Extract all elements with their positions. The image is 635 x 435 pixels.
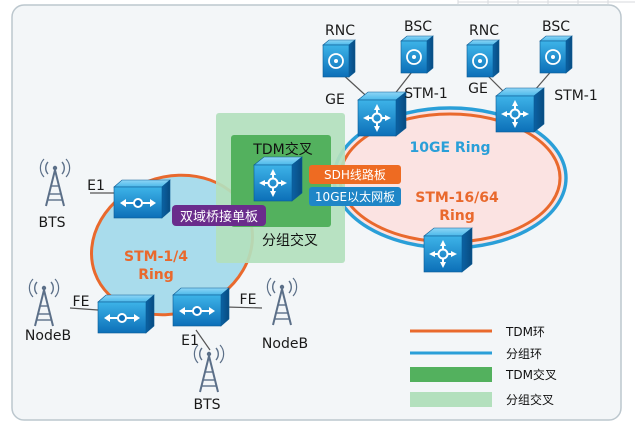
ne-bottom-icon (423, 227, 473, 273)
bsc-left-label: BSC (404, 19, 432, 35)
fe-right-label: FE (240, 292, 257, 308)
stm1664-label-line1: STM-16/64 (415, 190, 499, 206)
stm14-label-line2: Ring (138, 267, 174, 283)
ge-board-label: 10GE以太网板 (315, 189, 395, 204)
legend-packet-cross-swatch (410, 392, 492, 407)
sdh-board-label: SDH线路板 (324, 167, 386, 182)
nodeb-left-label: NodeB (25, 328, 71, 344)
rnc-left-server-icon (322, 39, 356, 78)
stm1664-ring-area (334, 108, 566, 248)
legend-packet-cross-label: 分组交叉 (506, 392, 554, 407)
stm1-left-label: STM-1 (404, 86, 447, 102)
e1-left-label: E1 (87, 178, 105, 194)
bsc-right-server-icon (539, 35, 573, 74)
rnc-right-label: RNC (469, 23, 499, 39)
bsc-left-server-icon (400, 35, 434, 74)
e1-bottom-label: E1 (181, 333, 199, 349)
access-ne-nodeb-left-icon (97, 294, 155, 334)
legend-tdm-ring-label: TDM环 (505, 325, 545, 339)
legend: TDM环 分组环 TDM交叉 分组交叉 (410, 325, 557, 407)
bsc-right-label: BSC (542, 19, 570, 35)
bts-left-label: BTS (38, 215, 65, 231)
nodeb-right-label: NodeB (262, 336, 308, 352)
packet-cross-title: 分组交叉 (262, 232, 318, 249)
sdh-board-badge (309, 165, 401, 184)
rnc-right-server-icon (466, 39, 500, 78)
corner-grid (457, 0, 635, 4)
legend-tdm-cross-swatch (410, 367, 492, 382)
ge-right-label: GE (468, 81, 488, 97)
legend-tdm-cross-label: TDM交叉 (505, 367, 557, 382)
access-ne-bottom-icon (172, 287, 230, 327)
ne-top-right-icon (495, 87, 545, 133)
stm14-label-line1: STM-1/4 (124, 249, 188, 265)
access-ne-bts-icon (113, 179, 171, 219)
legend-packet-ring-label: 分组环 (506, 347, 542, 361)
tdm-cross-title: TDM交叉 (252, 141, 312, 158)
fe-left-label: FE (73, 294, 90, 310)
rnc-left-label: RNC (325, 23, 355, 39)
stm1664-label-line2: Ring (439, 208, 475, 224)
core-ne-icon (253, 156, 303, 202)
stm1-right-label: STM-1 (554, 88, 597, 104)
ge-left-label: GE (325, 92, 345, 108)
ge-board-badge (309, 187, 401, 206)
bridge-board-badge (172, 205, 266, 226)
bridge-board-label: 双域桥接单板 (180, 209, 258, 225)
bts-bottom-label: BTS (193, 397, 220, 413)
10ge-ring-label: 10GE Ring (410, 140, 491, 156)
ne-top-left-icon (357, 91, 407, 137)
